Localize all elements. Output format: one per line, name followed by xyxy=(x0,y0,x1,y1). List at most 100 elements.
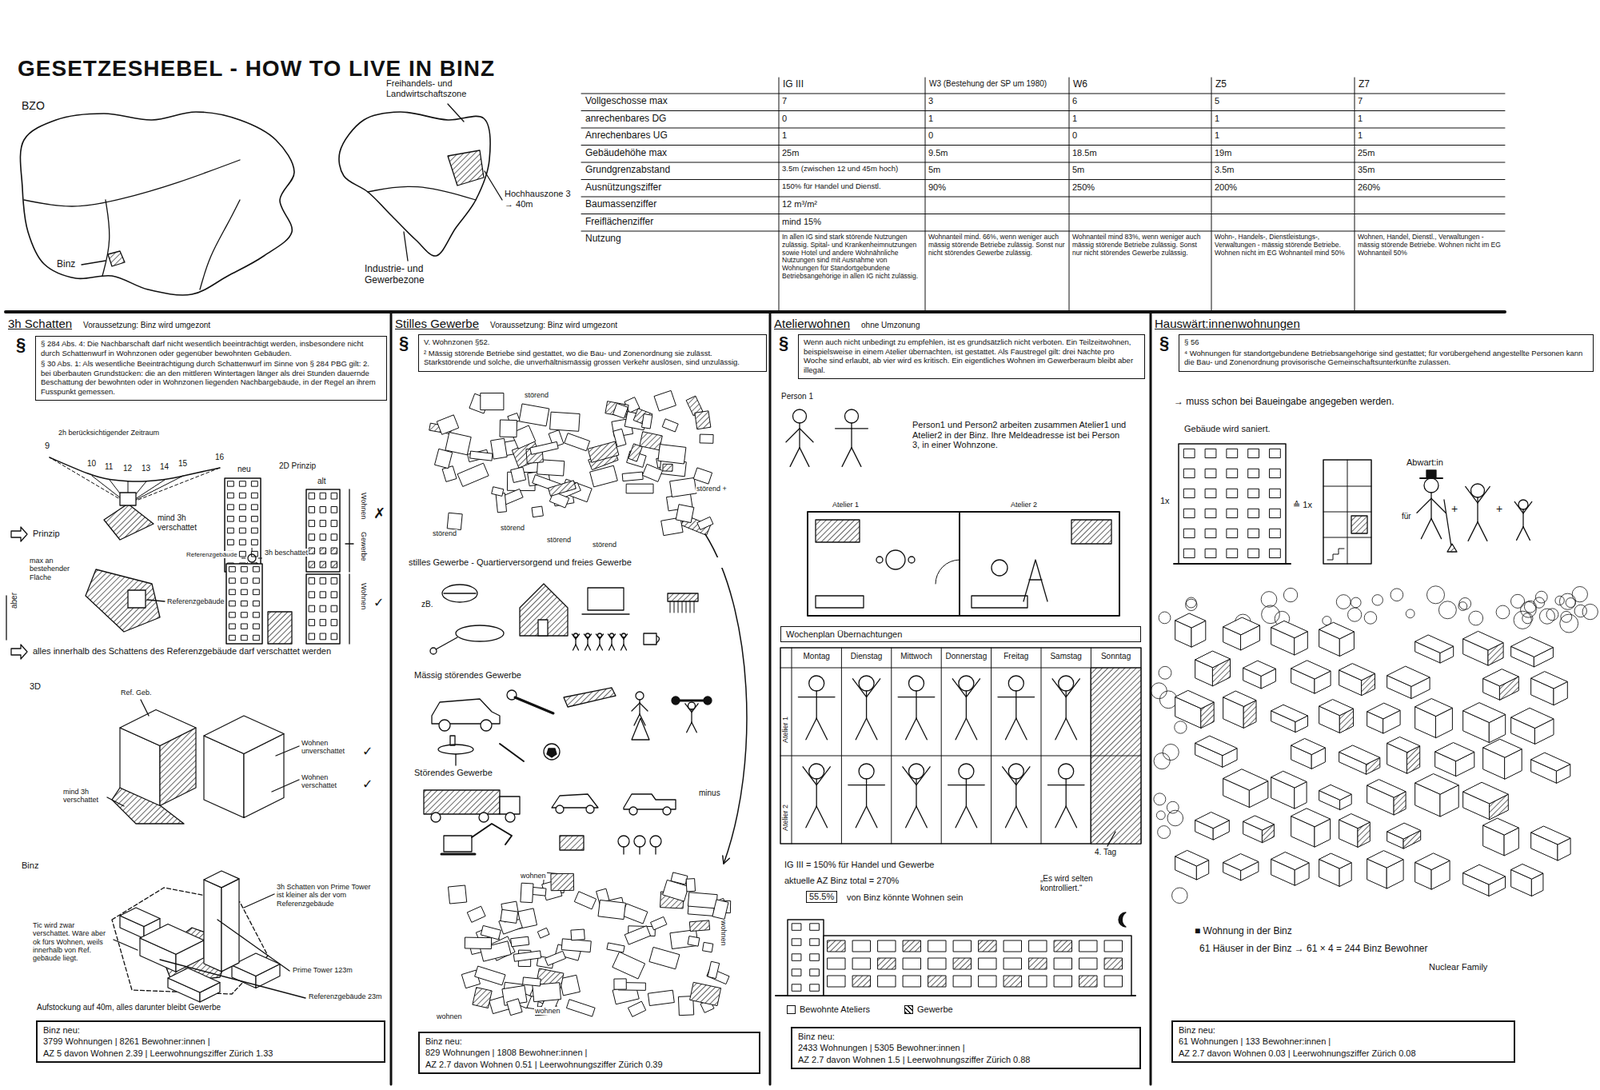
window xyxy=(229,578,236,583)
excavator-icon xyxy=(441,853,475,856)
comb-icon xyxy=(678,601,679,613)
figure-head xyxy=(1058,675,1074,691)
figure-head xyxy=(958,675,974,691)
figure-arm xyxy=(965,784,985,786)
hat xyxy=(1426,470,1437,479)
paragraph-sign: § xyxy=(778,332,789,354)
leader-line xyxy=(447,103,464,122)
figure-arm xyxy=(631,702,640,711)
building-roof xyxy=(1435,742,1475,762)
building-roof xyxy=(1367,850,1404,868)
tree xyxy=(1260,591,1277,608)
annotation: Binz xyxy=(20,860,40,871)
wheel xyxy=(480,719,492,731)
table-cell: 7 xyxy=(781,95,923,107)
city-block xyxy=(613,428,627,447)
annotation: IG III = 150% für Handel und Gewerbe xyxy=(783,859,935,870)
city-block xyxy=(639,431,663,451)
building-roof xyxy=(1387,737,1421,753)
figure-leg xyxy=(1016,718,1027,740)
sun xyxy=(247,554,256,563)
building-roof xyxy=(1195,650,1231,668)
annotation: 55.5% xyxy=(805,890,838,903)
building-roof xyxy=(1415,634,1454,653)
figure-leg xyxy=(816,718,827,740)
figure-head xyxy=(845,409,859,423)
window xyxy=(853,975,871,987)
annotation: Hochhauszone 3 → 40m xyxy=(503,188,576,209)
panel-heading: 3h Schatten xyxy=(7,316,72,331)
table-rule xyxy=(778,77,780,311)
figure-body xyxy=(798,422,800,448)
window xyxy=(331,520,338,527)
window xyxy=(241,566,248,572)
figure-arm xyxy=(1052,678,1066,698)
figure-arm xyxy=(1477,486,1490,503)
figure-leg xyxy=(955,718,966,740)
city-block xyxy=(490,438,507,459)
tree xyxy=(1459,597,1472,610)
city-block xyxy=(662,418,679,432)
figure-arm xyxy=(1416,498,1432,513)
week-grid xyxy=(791,647,793,844)
table-cell: Freiflächenziffer xyxy=(584,216,655,228)
annotation: Montag xyxy=(792,651,841,662)
week-grid xyxy=(780,755,1142,757)
figure-arm xyxy=(639,702,648,711)
leader-line xyxy=(1107,831,1116,846)
figure-leg xyxy=(1523,526,1530,541)
panel-heading: Hauswärt:innenwohnungen xyxy=(1154,316,1301,331)
annotation: 3h Schatten von Prime Tower ist kleiner … xyxy=(275,882,372,908)
city-block xyxy=(662,880,689,902)
window xyxy=(1248,448,1259,458)
wheel xyxy=(430,812,441,822)
tree xyxy=(1158,666,1172,679)
window xyxy=(978,957,997,970)
window xyxy=(309,547,316,555)
window xyxy=(1184,488,1195,498)
building-roof xyxy=(1415,774,1459,795)
annotation: „Es wird selten kontrolliert.“ xyxy=(1039,873,1136,893)
figure-leg xyxy=(585,644,589,651)
comb-icon xyxy=(667,593,699,602)
window xyxy=(253,566,260,572)
building-roof xyxy=(1195,735,1237,755)
figure-leg xyxy=(866,805,878,828)
annotation: 4. Tag xyxy=(1093,847,1118,858)
city-block xyxy=(654,390,676,411)
city-block xyxy=(702,941,714,952)
table-cell: Anrechenbares UG xyxy=(584,130,669,142)
panel-subtitle: Voraussetzung: Binz wird umgezont xyxy=(490,320,618,330)
tree xyxy=(1496,605,1510,619)
tree xyxy=(1574,604,1587,617)
zone-outline xyxy=(339,111,491,256)
window xyxy=(331,492,338,499)
annotation: wohnen xyxy=(534,1006,562,1015)
building-roof xyxy=(1223,690,1257,707)
table-cell: Wohnen, Handel, Dienstl., Verwaltungen -… xyxy=(1356,233,1503,257)
table-icon xyxy=(454,754,456,766)
saw-icon xyxy=(563,687,616,707)
figure-leg xyxy=(1065,718,1077,740)
annotation: störend xyxy=(591,540,618,549)
leader-line xyxy=(107,797,124,806)
table-rule xyxy=(925,77,926,311)
window xyxy=(309,605,316,612)
building-roof xyxy=(1367,702,1401,719)
annotation: Prinzip xyxy=(31,528,61,539)
annotation: Referenzgebäude xyxy=(185,550,239,559)
city-block xyxy=(694,467,713,484)
machine-icon xyxy=(559,835,584,850)
window xyxy=(251,527,259,534)
window xyxy=(903,940,922,952)
city-block xyxy=(687,936,700,947)
window xyxy=(331,577,338,584)
moon xyxy=(1118,912,1126,927)
figure-leg xyxy=(866,718,878,740)
window xyxy=(1029,940,1047,952)
tree xyxy=(1539,608,1555,624)
building-roof xyxy=(1291,660,1331,679)
figure-head xyxy=(1008,675,1024,691)
window xyxy=(241,634,248,640)
tree xyxy=(1559,593,1576,610)
